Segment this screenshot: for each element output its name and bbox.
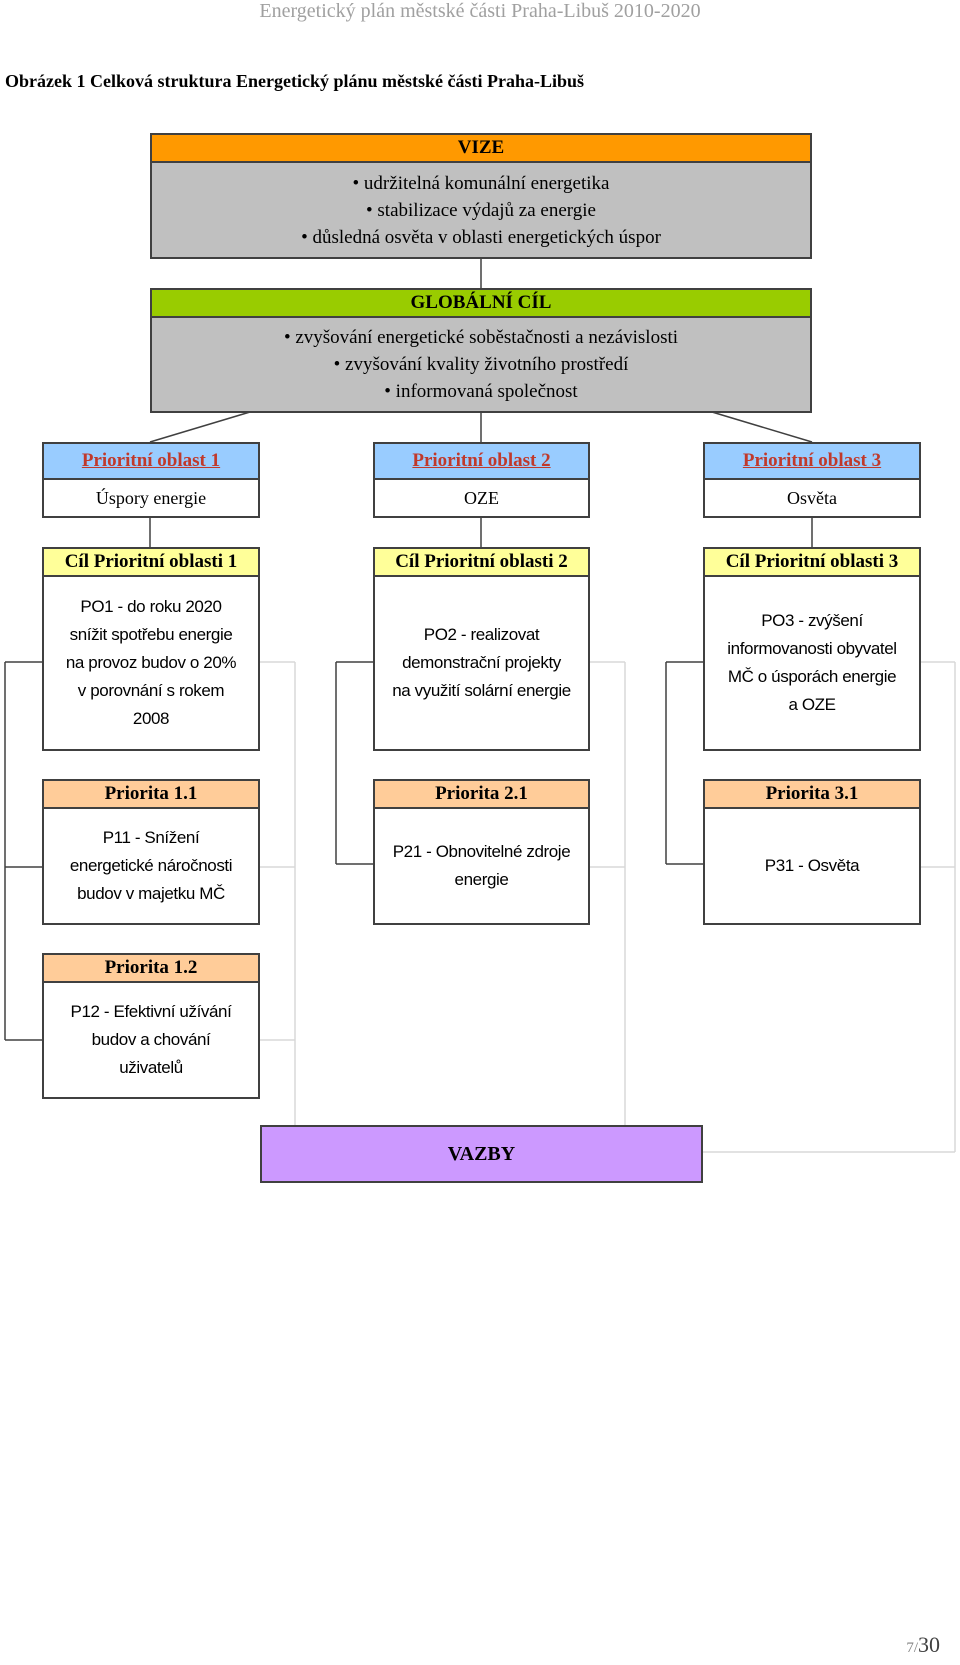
goal-line: a OZE <box>788 695 836 714</box>
priority-2-1-body: P21 - Obnovitelné zdroje energie <box>373 809 590 925</box>
priority-line: P21 - Obnovitelné zdroje <box>392 842 571 861</box>
vize-item: • důsledná osvěta v oblasti energetickýc… <box>301 226 661 248</box>
goal-line: PO3 - zvýšení <box>761 611 863 630</box>
priority-line: uživatelů <box>119 1058 183 1077</box>
page-separator: / <box>913 1640 918 1656</box>
vize-item: • stabilizace výdajů za energie <box>366 199 596 221</box>
priority-line: budov a chování <box>91 1030 211 1049</box>
priority-line: energetické náročnosti <box>69 856 233 875</box>
vize-header: VIZE <box>150 133 812 163</box>
priority-area-1-header: Prioritní oblast 1 <box>42 442 260 480</box>
goal-line: demonstrační projekty <box>402 653 561 672</box>
goal-line: informovanosti obyvatel <box>727 639 897 658</box>
priority-area-1-goal-body: PO1 - do roku 2020 snížit spotřebu energ… <box>42 577 260 751</box>
priority-area-3-goal-header: Cíl Prioritní oblasti 3 <box>703 547 921 577</box>
goal-line: MČ o úsporách energie <box>727 667 897 686</box>
priority-2-1-header: Priorita 2.1 <box>373 779 590 809</box>
global-goal-item: • zvyšování kvality životního prostředí <box>333 354 629 375</box>
vize-item: • udržitelná komunální energetika <box>352 172 610 194</box>
priority-area-1-goal-header: Cíl Prioritní oblasti 1 <box>42 547 260 577</box>
priority-1-1-header: Priorita 1.1 <box>42 779 260 809</box>
priority-line: P11 - Snížení <box>102 828 200 847</box>
priority-area-1-name: Úspory energie <box>42 480 260 518</box>
goal-line: snížit spotřebu energie <box>69 625 233 644</box>
priority-area-3-goal-body: PO3 - zvýšení informovanosti obyvatel MČ… <box>703 577 921 751</box>
page-current: 7 <box>906 1640 914 1656</box>
priority-1-2-header: Priorita 1.2 <box>42 953 260 983</box>
priority-3-1-body: P31 - Osvěta <box>703 809 921 925</box>
priority-area-2-goal-body: PO2 - realizovat demonstrační projekty n… <box>373 577 590 751</box>
priority-line: P12 - Efektivní užívání <box>70 1002 232 1021</box>
goal-line: PO2 - realizovat <box>423 625 540 644</box>
priority-1-1-body: P11 - Snížení energetické náročnosti bud… <box>42 809 260 925</box>
global-goal-body: • zvyšování energetické soběstačnosti a … <box>150 318 812 413</box>
goal-line: v porovnání s rokem <box>77 681 225 700</box>
goal-line: na využití solární energie <box>392 681 571 700</box>
priority-area-3-name: Osvěta <box>703 480 921 518</box>
global-goal-item: • zvyšování energetické soběstačnosti a … <box>283 327 679 348</box>
goal-line: na provoz budov o 20% <box>65 653 237 672</box>
vize-body: • udržitelná komunální energetika • stab… <box>150 163 812 259</box>
figure-caption: Obrázek 1 Celková struktura Energetický … <box>5 71 585 91</box>
priority-line: P31 - Osvěta <box>764 856 860 875</box>
priority-area-3-header: Prioritní oblast 3 <box>703 442 921 480</box>
priority-area-2-header: Prioritní oblast 2 <box>373 442 590 480</box>
page-header-title: Energetický plán městské části Praha-Lib… <box>259 0 701 22</box>
priority-3-1-header: Priorita 3.1 <box>703 779 921 809</box>
priority-1-2-body: P12 - Efektivní užívání budov a chování … <box>42 983 260 1099</box>
goal-line: 2008 <box>132 709 170 728</box>
priority-line: energie <box>454 870 509 889</box>
page-number: 7/30 <box>906 1632 940 1658</box>
page-total: 30 <box>918 1632 940 1657</box>
vazby-box: VAZBY <box>260 1125 703 1183</box>
global-goal-item: • informovaná společnost <box>384 381 578 402</box>
priority-area-2-goal-header: Cíl Prioritní oblasti 2 <box>373 547 590 577</box>
global-goal-header: GLOBÁLNÍ CÍL <box>150 288 812 318</box>
goal-line: PO1 - do roku 2020 <box>80 597 222 616</box>
priority-line: budov v majetku MČ <box>77 884 225 903</box>
priority-area-2-name: OZE <box>373 480 590 518</box>
